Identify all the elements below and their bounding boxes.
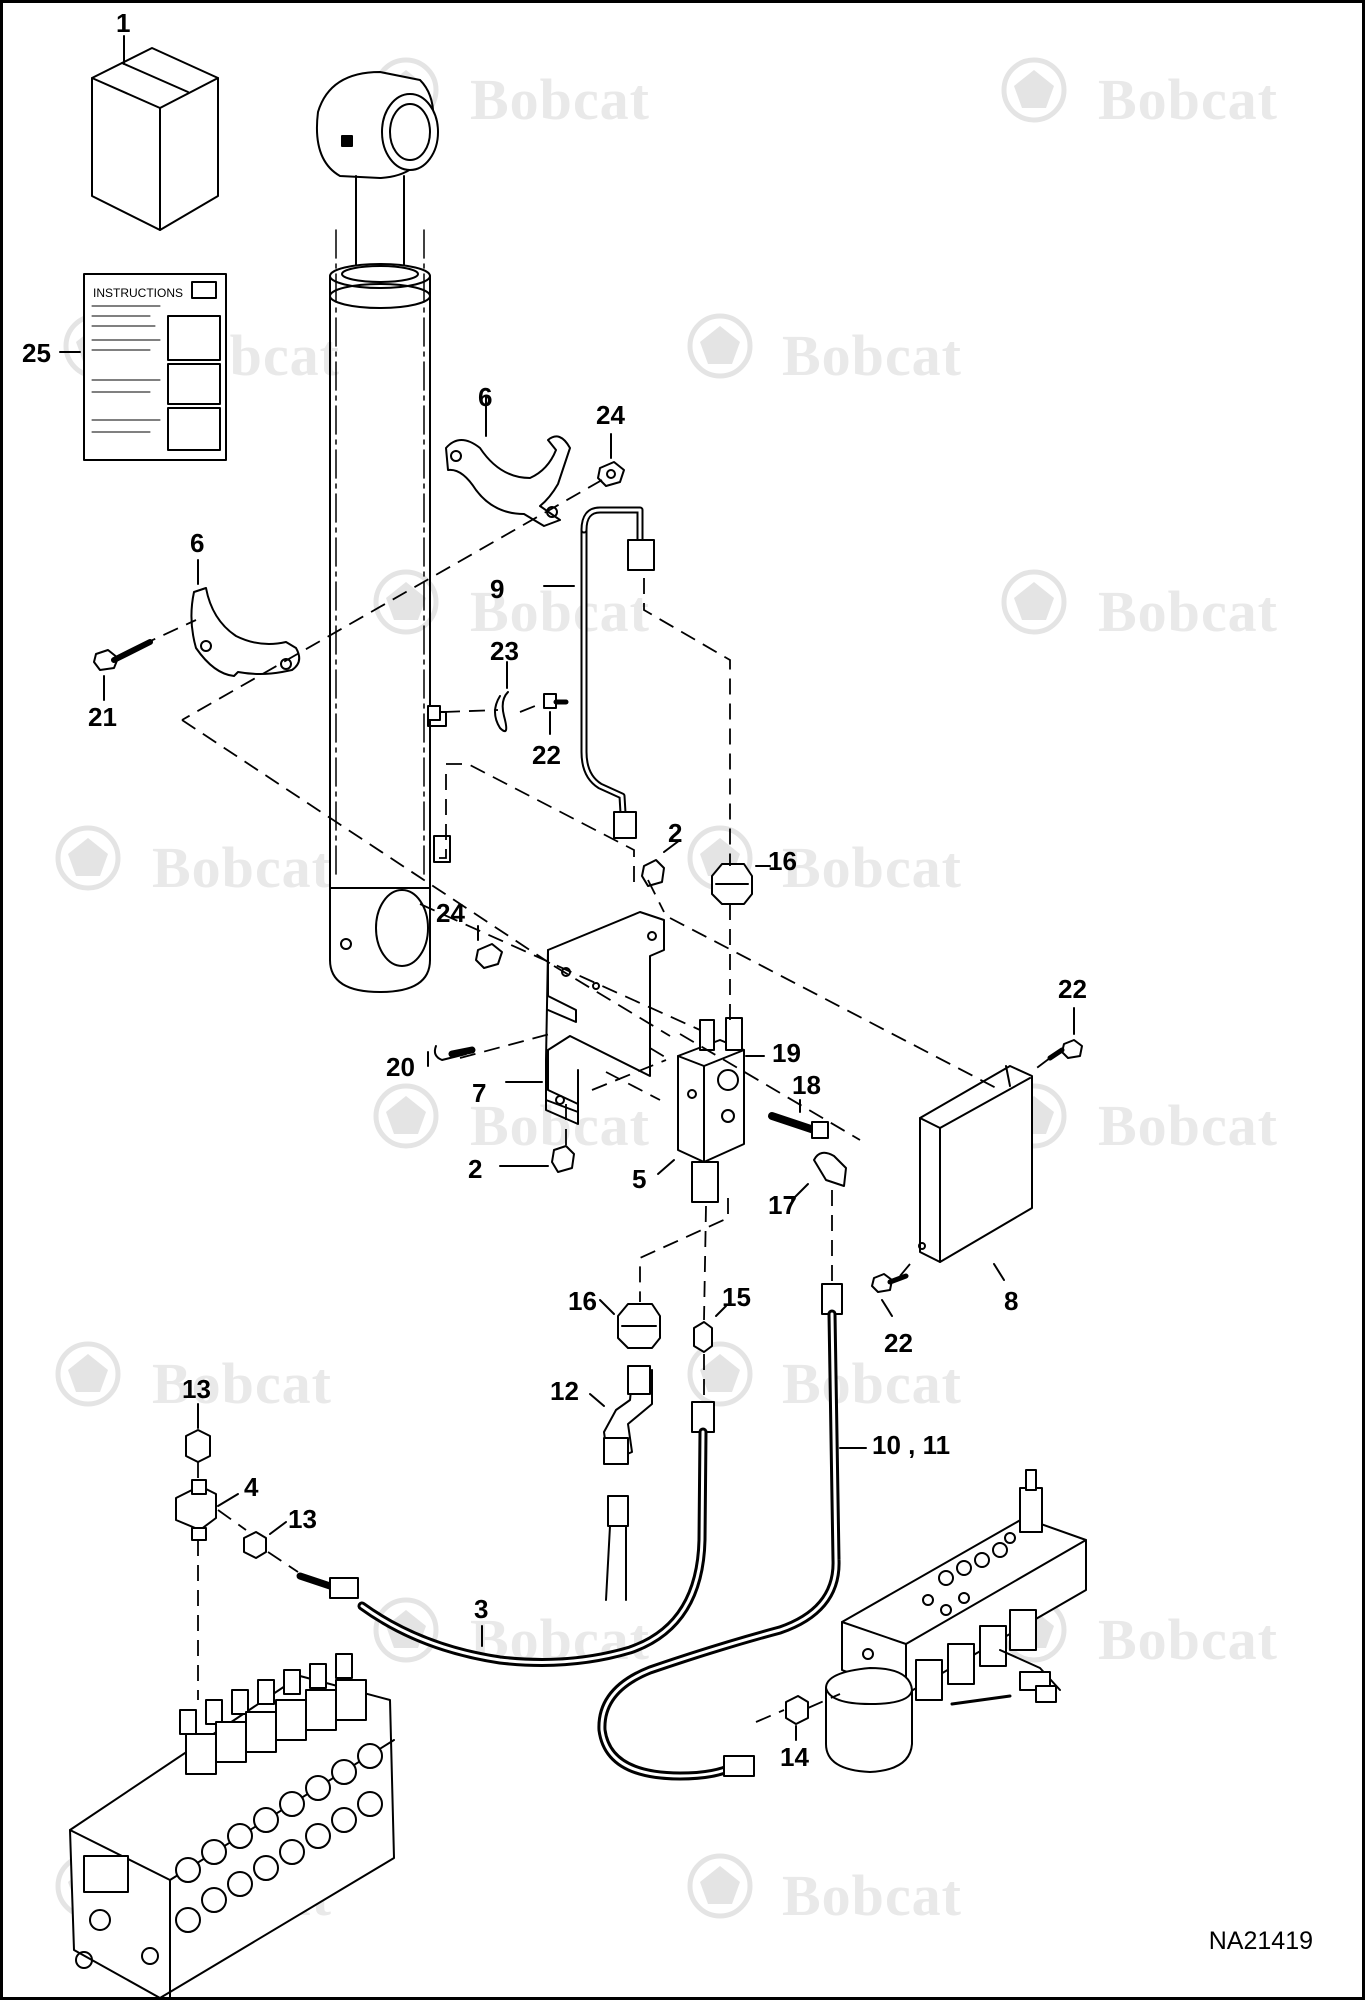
clip-nut-part — [641, 859, 665, 887]
callout-label: 25 — [22, 338, 51, 368]
screw-part — [871, 1273, 909, 1293]
callout-label: 22 — [1058, 974, 1087, 1004]
upper-clamp-part — [445, 435, 571, 527]
watermark-text: Bobcat — [1098, 1607, 1278, 1672]
watermark-text: Bobcat — [782, 323, 962, 388]
nut-part — [597, 461, 625, 487]
callout-label: 9 — [490, 574, 505, 604]
fitting-part — [617, 1303, 661, 1349]
adapter-fitting-part — [693, 1321, 713, 1353]
callout-label: 5 — [632, 1164, 647, 1194]
callout-label: 16 — [568, 1286, 597, 1316]
valve-spool-section — [175, 1653, 383, 1933]
watermark-text: Bobcat — [470, 579, 650, 644]
callout-label: 24 — [596, 400, 625, 430]
hydraulic-hose-part — [597, 1283, 843, 1781]
lower-clamp-part — [190, 587, 301, 677]
callout-label: 21 — [88, 702, 117, 732]
screw-part — [543, 693, 569, 709]
cover-plate-part — [918, 1065, 1033, 1263]
hose-elbow-part — [603, 1365, 653, 1601]
hydraulic-tube-part — [580, 506, 655, 839]
watermark-text: Bobcat — [1098, 1093, 1278, 1158]
callout-label: 15 — [722, 1282, 751, 1312]
callout-label: 6 — [478, 382, 493, 412]
instructions-title: INSTRUCTIONS — [93, 286, 183, 300]
callout-label: 17 — [768, 1190, 797, 1220]
instructions-sheet-part — [83, 273, 227, 461]
watermark-text: Bobcat — [782, 1863, 962, 1928]
callout-label: 14 — [780, 1742, 809, 1772]
plug-part — [243, 1531, 267, 1559]
callout-label: 23 — [490, 636, 519, 666]
auxiliary-manifold-valve — [825, 1469, 1087, 1773]
callout-label: 18 — [792, 1070, 821, 1100]
elbow-fitting-part — [813, 1151, 847, 1187]
watermark-text: Bobcat — [470, 67, 650, 132]
callout-label: 3 — [474, 1594, 489, 1624]
fitting-part — [711, 863, 753, 905]
callout-label: 10 , 11 — [872, 1430, 951, 1460]
bolt-part — [93, 639, 153, 671]
watermark-text: Bobcat — [1098, 67, 1278, 132]
callout-label: 7 — [472, 1078, 487, 1108]
screw-part — [1047, 1039, 1083, 1061]
watermark-text: Bobcat — [152, 835, 332, 900]
callout-label: 4 — [244, 1472, 259, 1502]
plug-part — [185, 1429, 211, 1463]
bolt-part — [768, 1112, 829, 1139]
callout-label: 8 — [1004, 1286, 1019, 1316]
callout-label: 24 — [436, 898, 465, 928]
callout-label: 22 — [532, 740, 561, 770]
callout-label: 20 — [386, 1052, 415, 1082]
hydraulic-cylinder — [316, 71, 451, 993]
callout-label: 13 — [182, 1374, 211, 1404]
callout-label: 2 — [668, 818, 683, 848]
callout-label: 6 — [190, 528, 205, 558]
callout-label: 12 — [550, 1376, 579, 1406]
valve-mount-bracket — [545, 911, 665, 1125]
watermark-text: Bobcat — [152, 1351, 332, 1416]
nut-part — [475, 943, 503, 969]
hydraulic-hose-part — [296, 1401, 715, 1667]
spring-clip-part — [427, 691, 509, 732]
valve-block-part — [677, 1017, 745, 1203]
callout-label: 13 — [288, 1504, 317, 1534]
pin-part — [433, 1045, 476, 1061]
drawing-number: NA21419 — [1208, 1927, 1313, 1955]
tee-fitting-part — [175, 1479, 217, 1541]
adapter-fitting-part — [785, 1695, 809, 1725]
callout-label: 1 — [116, 8, 131, 38]
callout-label: 22 — [884, 1328, 913, 1358]
callout-label: 2 — [468, 1154, 483, 1184]
assembly-lines — [117, 479, 1051, 1723]
clip-nut-part — [551, 1145, 575, 1173]
watermark-text: Bobcat — [1098, 579, 1278, 644]
watermark-text: Bobcat — [782, 835, 962, 900]
callout-label: 19 — [772, 1038, 801, 1068]
watermark-text: Bobcat — [782, 1351, 962, 1416]
kit-box-part — [91, 47, 219, 231]
callout-label: 16 — [768, 846, 797, 876]
